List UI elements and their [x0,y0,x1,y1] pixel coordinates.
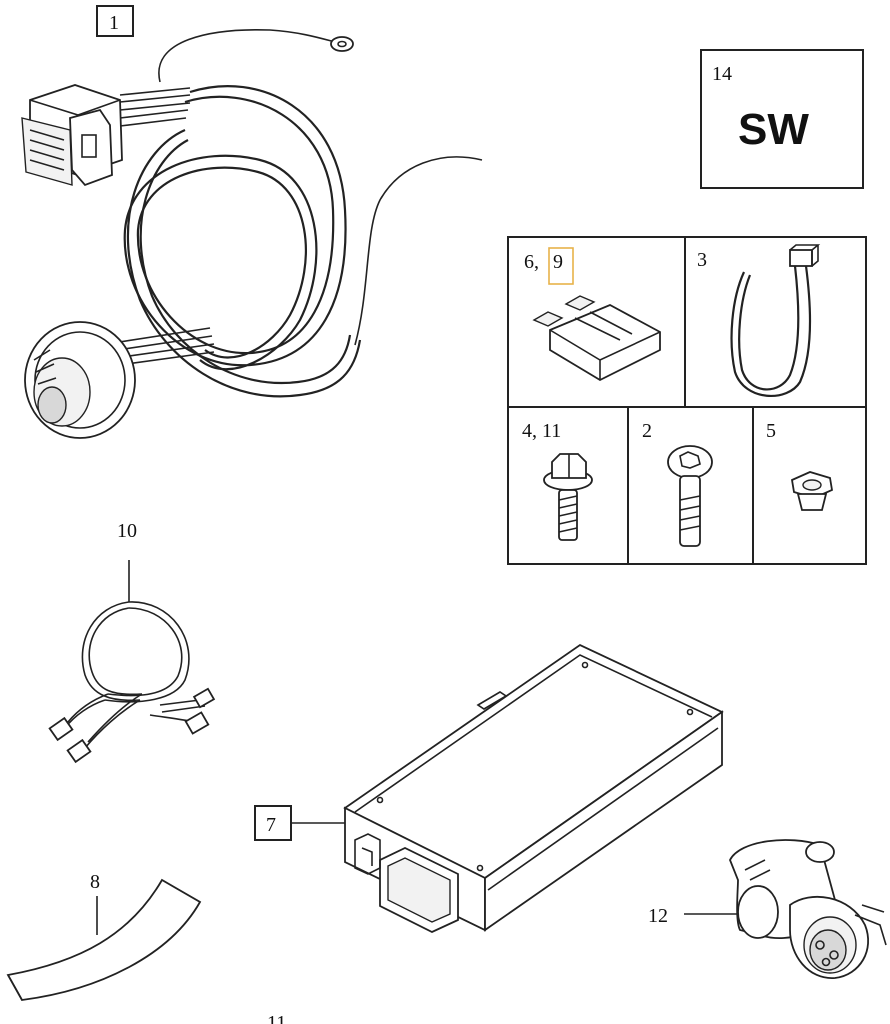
small-parts-grid [507,236,867,565]
callout-12: 12 [648,905,668,927]
callout-9: 9 [553,251,563,273]
part-6-9-fuse[interactable] [532,295,661,382]
callout-9-highlight [548,247,574,285]
callout-11: 11 [267,1012,286,1024]
part-7-control-module[interactable] [343,643,724,933]
part-10-extension-wires[interactable] [48,601,216,764]
callout-14: 14 [712,63,732,85]
part-12-socket-housing[interactable] [729,839,887,979]
callout-5: 5 [766,420,776,442]
sw-label: SW [738,105,809,154]
callout-7: 7 [266,814,276,836]
callout-3: 3 [697,249,707,271]
callout-2: 2 [642,420,652,442]
part-4-11-flange-bolt[interactable] [543,453,593,541]
callout-4-11: 4, 11 [522,420,561,442]
callout-10: 10 [117,520,137,542]
part-8-adhesive-strip[interactable] [6,878,202,1001]
callout-1-box [96,5,134,37]
callout-6: 6, [524,251,539,273]
part-1-wiring-harness[interactable] [21,28,483,439]
callout-8: 8 [90,871,100,893]
part-2-torx-screw[interactable] [667,445,713,547]
part-5-clip-nut[interactable] [790,471,834,511]
part-3-cable-tie[interactable] [730,244,821,397]
part-14-box[interactable] [700,49,864,189]
callout-1: 1 [109,12,119,34]
